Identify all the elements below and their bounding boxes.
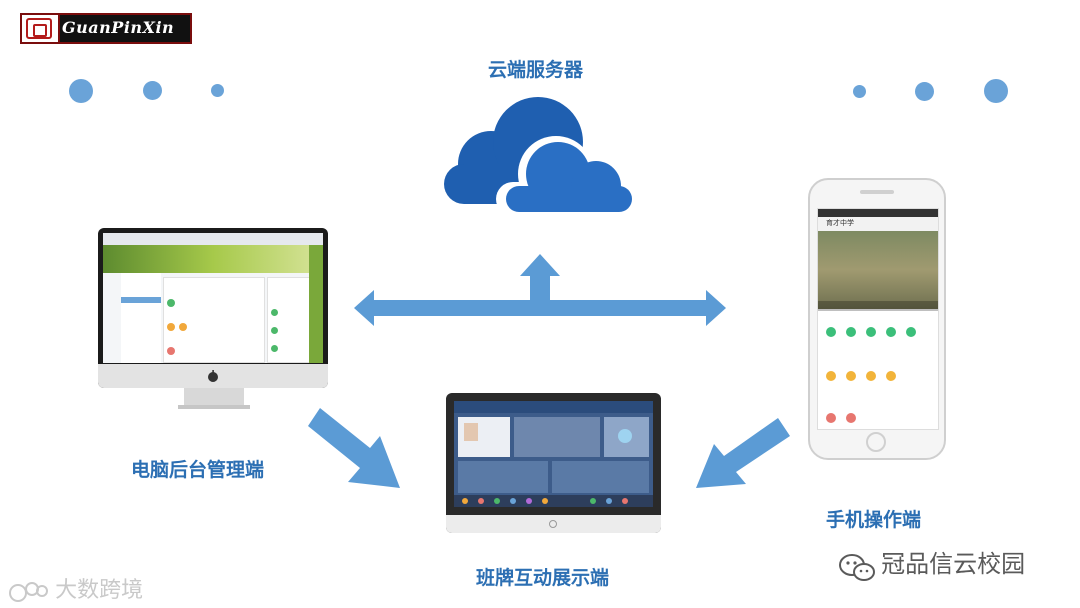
arrow-phone-to-display bbox=[696, 418, 790, 488]
watermark-left: 大数跨境 bbox=[8, 572, 143, 607]
computer-chin bbox=[98, 364, 328, 388]
phone-home-button bbox=[866, 432, 886, 452]
watermark-left-text: 大数跨境 bbox=[55, 578, 144, 603]
computer-stand bbox=[184, 388, 244, 408]
arrow-computer-to-display bbox=[308, 408, 400, 488]
decor-dot bbox=[853, 85, 866, 98]
decor-dot bbox=[69, 79, 93, 103]
wechat-icon bbox=[839, 553, 875, 581]
phone-label: 手机操作端 bbox=[826, 509, 922, 531]
apple-icon bbox=[208, 370, 218, 382]
logo-seal-icon bbox=[22, 15, 60, 42]
sync-arrows bbox=[354, 254, 726, 326]
cloud-icon bbox=[444, 97, 636, 216]
class-display-screen bbox=[454, 401, 653, 507]
decor-dot bbox=[143, 81, 162, 100]
class-display-chin bbox=[446, 515, 661, 533]
watermark-right-text: 冠品信云校园 bbox=[881, 550, 1026, 578]
decor-dot bbox=[915, 82, 934, 101]
computer-label: 电脑后台管理端 bbox=[131, 459, 265, 481]
brand-logo: GuanPinXin bbox=[20, 13, 192, 44]
watermark-right: 冠品信云校园 bbox=[838, 544, 1025, 584]
cloud-server-label: 云端服务器 bbox=[488, 59, 584, 81]
phone-school-name: 育才中学 bbox=[826, 219, 854, 227]
computer-foot bbox=[178, 405, 250, 409]
decor-dot bbox=[211, 84, 224, 97]
computer-monitor bbox=[98, 228, 328, 388]
logo-text: GuanPinXin bbox=[62, 18, 175, 37]
mobile-phone: 育才中学 bbox=[808, 178, 946, 460]
decor-dot bbox=[984, 79, 1008, 103]
phone-screen: 育才中学 bbox=[817, 208, 939, 430]
computer-screen bbox=[103, 233, 323, 363]
class-display-panel bbox=[446, 393, 661, 533]
display-label: 班牌互动展示端 bbox=[476, 567, 610, 589]
bubble-icon bbox=[9, 581, 48, 602]
